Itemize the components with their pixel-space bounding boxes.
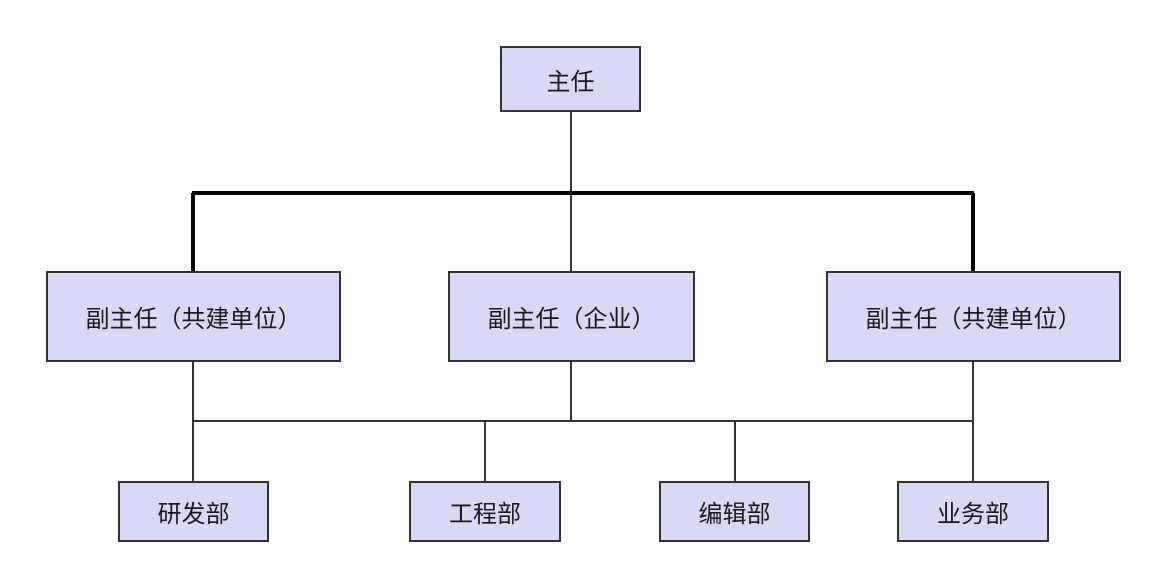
deputy-box-right: 副主任（共建单位） (826, 271, 1121, 362)
deputy-label-left: 副主任（共建单位） (85, 305, 302, 333)
department-box-editorial: 编辑部 (659, 481, 810, 542)
department-box-rd: 研发部 (118, 481, 269, 542)
department-label-editorial: 编辑部 (698, 500, 771, 528)
deputy-label-right: 副主任（共建单位） (865, 305, 1082, 333)
director-box: 主任 (500, 46, 641, 112)
department-label-engineering: 工程部 (449, 500, 521, 528)
department-box-engineering: 工程部 (409, 481, 561, 542)
director-label: 主任 (546, 67, 595, 96)
deputy-box-center: 副主任（企业） (448, 271, 695, 362)
deputy-box-left: 副主任（共建单位） (46, 271, 341, 362)
deputy-label-center: 副主任（企业） (487, 305, 656, 333)
department-box-business: 业务部 (897, 481, 1049, 542)
department-label-business: 业务部 (937, 500, 1009, 528)
department-label-rd: 研发部 (157, 500, 230, 528)
